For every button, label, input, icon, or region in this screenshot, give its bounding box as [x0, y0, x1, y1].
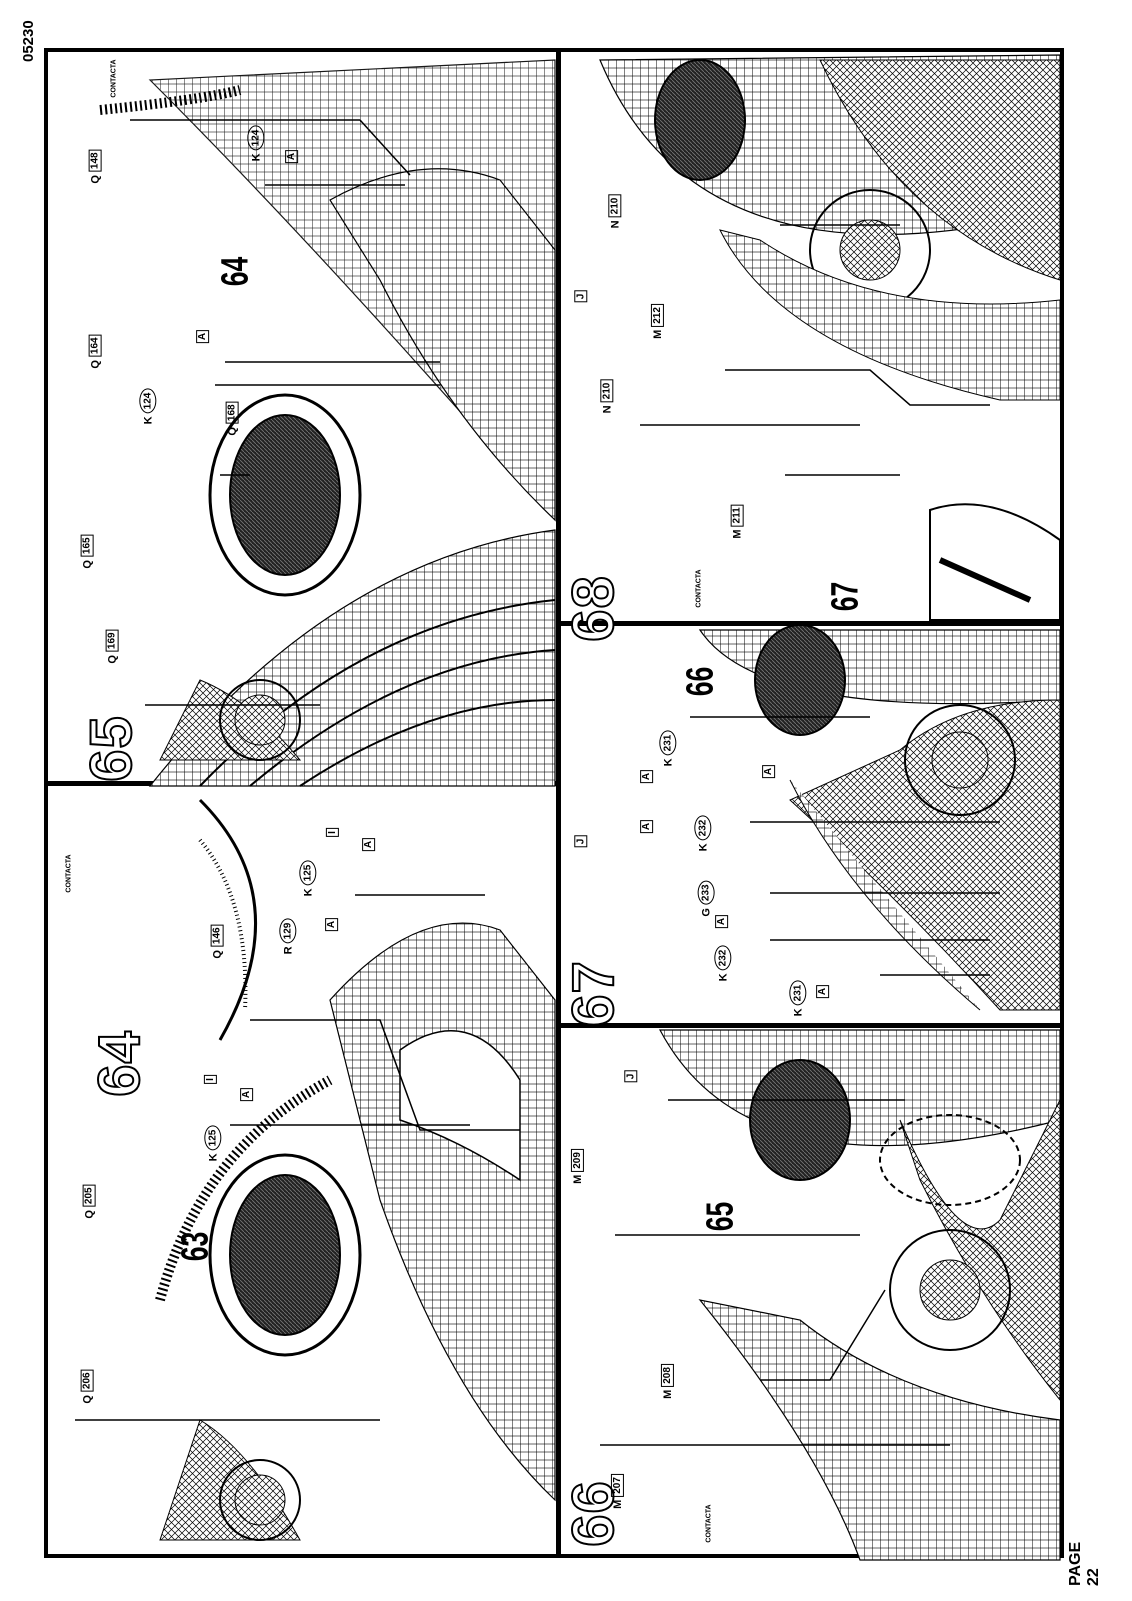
panel-67-art	[690, 624, 1061, 1011]
divider-right-top	[558, 621, 1064, 626]
panel-65-art	[99, 59, 556, 761]
marker-label: A	[196, 329, 210, 344]
step-67-number: 67	[560, 959, 627, 1028]
divider-right-bottom	[558, 1023, 1064, 1028]
glue-bottle-icon: CONTACTA	[65, 854, 73, 893]
step-66-substep: 65	[699, 1201, 742, 1232]
instruction-frame	[44, 48, 1064, 1558]
marker-label: J	[624, 1070, 638, 1083]
step-64-number: 64	[86, 1029, 153, 1098]
panel-68-art	[599, 54, 1061, 621]
marker-label: I	[325, 828, 339, 837]
marker-label: A	[640, 769, 654, 784]
step-65-substep: 64	[214, 256, 257, 287]
marker-label: A	[762, 764, 776, 779]
marker-label: J	[574, 290, 588, 303]
panel-66-art	[600, 1029, 1061, 1561]
marker-label: I	[203, 1075, 217, 1084]
glue-bottle-icon: CONTACTA	[695, 569, 703, 608]
step-64-substep: 63	[174, 1231, 217, 1262]
glue-bottle-icon: CONTACTA	[705, 1504, 713, 1543]
step-67-substep: 66	[679, 666, 722, 697]
marker-label: A	[325, 917, 339, 932]
marker-label: A	[240, 1087, 254, 1102]
step-65-number: 65	[78, 714, 145, 783]
marker-label: A	[715, 914, 729, 929]
vertical-divider	[556, 48, 561, 1558]
marker-label: A	[640, 819, 654, 834]
marker-label: A	[816, 984, 830, 999]
step-68-number: 68	[560, 574, 627, 643]
marker-label: A	[285, 149, 299, 164]
marker-label: J	[574, 835, 588, 848]
glue-bottle-icon: CONTACTA	[110, 59, 118, 98]
step-68-substep: 67	[824, 581, 867, 612]
marker-label: A	[362, 837, 376, 852]
